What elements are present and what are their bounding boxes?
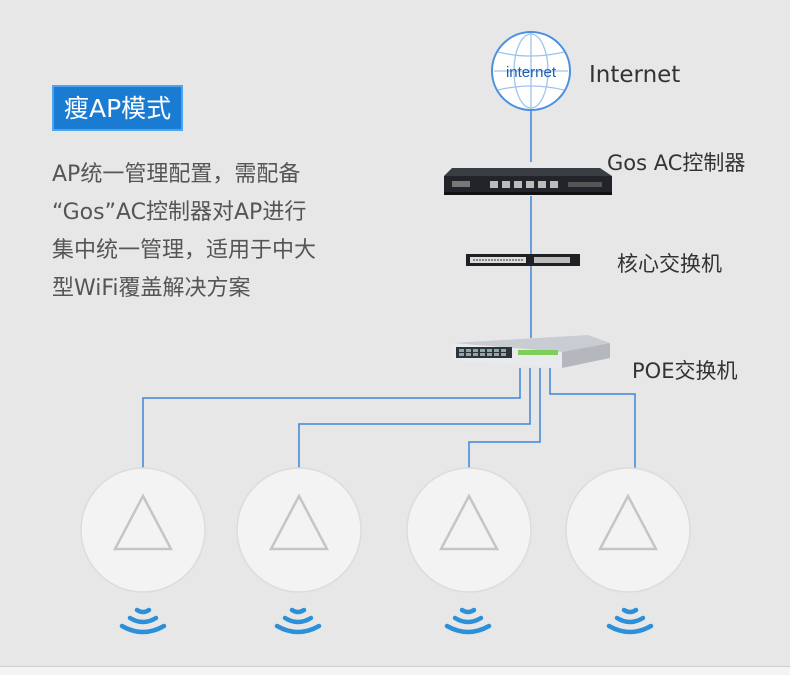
wifi-icon-4 — [606, 607, 654, 635]
poe-switch-device — [452, 335, 610, 368]
link-poe-ap1 — [142, 368, 521, 470]
mode-badge: 瘦AP模式 — [52, 85, 184, 131]
description: AP统一管理配置，需配备 “Gos”AC控制器对AP进行 集中统一管理，适用于中… — [52, 156, 382, 308]
description-line-4: 型WiFi覆盖解决方案 — [52, 276, 251, 301]
access-point-1 — [80, 467, 206, 593]
description-line-2: “Gos”AC控制器对AP进行 — [52, 200, 307, 225]
link-poe-ap2 — [298, 368, 531, 470]
ac-controller-device — [444, 168, 612, 195]
wifi-icon-1 — [119, 607, 167, 635]
description-line-1: AP统一管理配置，需配备 — [52, 162, 301, 187]
access-point-2 — [236, 467, 362, 593]
ac-controller-label: Gos AC控制器 — [607, 151, 746, 175]
core-switch-device — [466, 254, 580, 266]
wifi-icon-2 — [274, 607, 322, 635]
internet-globe-label: internet — [506, 64, 557, 81]
access-point-3 — [406, 467, 532, 593]
wifi-icon-3 — [444, 607, 492, 635]
description-line-3: 集中统一管理，适用于中大 — [52, 238, 317, 263]
poe-switch-label: POE交换机 — [632, 359, 738, 383]
access-point-4 — [565, 467, 691, 593]
link-poe-ap4 — [549, 368, 636, 470]
internet-label: Internet — [589, 62, 681, 88]
link-poe-ap3 — [468, 368, 541, 470]
internet-globe-icon — [491, 31, 571, 111]
core-switch-label: 核心交换机 — [617, 252, 722, 276]
bottom-divider — [0, 666, 790, 675]
